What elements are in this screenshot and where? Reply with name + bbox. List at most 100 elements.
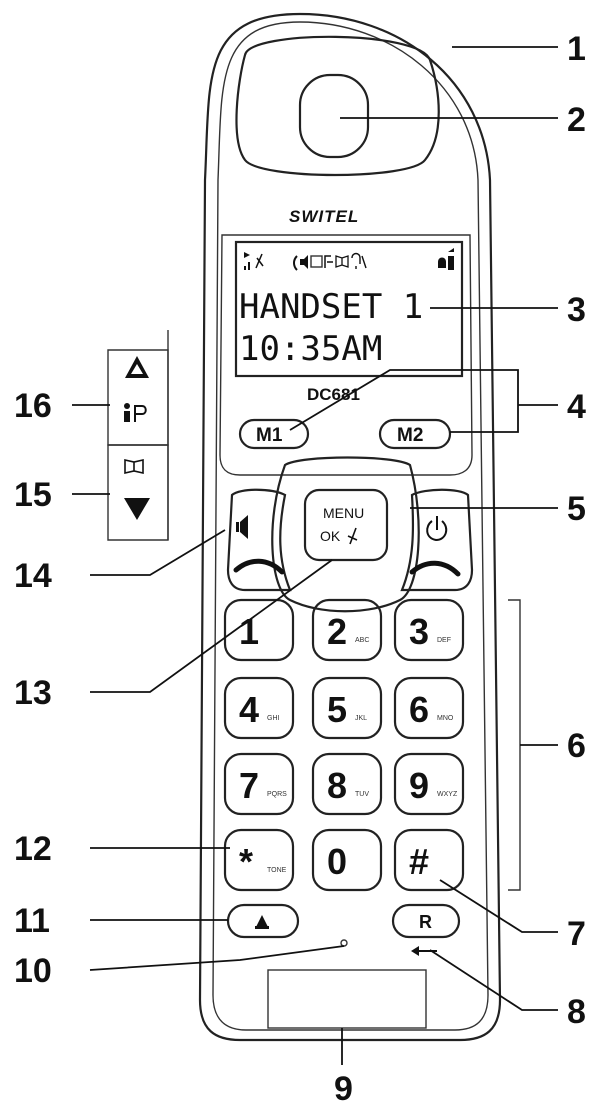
speaker-icon <box>293 255 308 271</box>
talk-speaker-key[interactable] <box>226 488 292 592</box>
menu-ok-button[interactable]: MENU OK <box>303 488 389 562</box>
lcd-line-2: 10:35AM <box>239 329 382 369</box>
callout-15: 15 <box>14 476 52 514</box>
callout-12: 12 <box>14 830 52 868</box>
key-letters: WXYZ <box>437 791 458 798</box>
callout-6: 6 <box>567 727 586 765</box>
phonebook-side-icon <box>124 459 144 474</box>
key-digit: 7 <box>239 765 259 806</box>
callout-13: 13 <box>14 674 52 712</box>
charging-contacts <box>267 969 427 1029</box>
key-hash[interactable]: # <box>393 828 465 892</box>
signal-icon <box>244 252 250 270</box>
key-digit: # <box>409 841 429 882</box>
callout-8: 8 <box>567 993 586 1031</box>
key-letters: DEF <box>437 637 451 644</box>
model-label: DC681 <box>307 385 360 404</box>
recall-label: R <box>419 912 432 932</box>
handset-talk-icon <box>233 558 285 575</box>
key-digit: 5 <box>327 689 347 730</box>
menu-label: MENU <box>323 505 364 521</box>
key-1[interactable]: 1 <box>223 598 295 662</box>
callout-10: 10 <box>14 952 52 990</box>
intercom-icon <box>255 915 269 929</box>
softkey-m1[interactable]: M1 <box>238 418 310 450</box>
mute-icon-small <box>347 527 358 545</box>
up-triangle-icon <box>125 356 149 378</box>
power-icon <box>426 516 448 542</box>
key-digit: 3 <box>409 611 429 652</box>
callout-11: 11 <box>14 902 50 940</box>
key-digit: 1 <box>239 611 259 652</box>
volume-down-key[interactable] <box>107 444 169 541</box>
handset-inner-outline <box>212 21 489 1031</box>
microphone-icon <box>340 939 348 947</box>
key-letters: TUV <box>355 791 369 798</box>
key-icon <box>324 255 333 268</box>
key-digit: 2 <box>327 611 347 652</box>
lcd-status-row <box>244 248 454 271</box>
key-digit: 4 <box>239 689 259 730</box>
volume-up-key[interactable] <box>107 349 169 446</box>
callout-2: 2 <box>567 101 586 139</box>
key-digit: 8 <box>327 765 347 806</box>
softkey-m2[interactable]: M2 <box>378 418 452 450</box>
key-letters: MNO <box>437 715 454 722</box>
paging-icon <box>124 403 147 422</box>
nav-ring <box>271 456 420 613</box>
mute-icon <box>255 253 264 269</box>
keypad-bracket <box>508 599 521 891</box>
key-letters: PQRS <box>267 791 287 798</box>
earpiece-housing <box>235 35 440 177</box>
callout-5: 5 <box>567 490 586 528</box>
callout-7: 7 <box>567 915 586 953</box>
end-power-key[interactable] <box>400 488 474 592</box>
callout-4: 4 <box>567 388 586 426</box>
key-0[interactable]: 0 <box>311 828 383 892</box>
brand-label: SWITEL <box>289 207 359 226</box>
handset-body <box>198 12 502 1042</box>
key-digit: 0 <box>327 841 347 882</box>
speakerphone-icon <box>236 515 248 539</box>
display-housing <box>219 234 473 476</box>
battery-icon <box>438 248 454 270</box>
lcd-screen <box>234 240 464 378</box>
ok-label: OK <box>320 528 341 544</box>
key-letters: ABC <box>355 637 369 644</box>
key-digit: * <box>239 841 253 882</box>
callout-14: 14 <box>14 557 52 595</box>
callout-3: 3 <box>567 291 586 329</box>
key-letters: TONE <box>267 867 287 874</box>
leader-lines <box>72 46 558 1065</box>
alarm-icon <box>351 252 367 269</box>
down-triangle-icon <box>124 498 150 520</box>
intercom-key[interactable] <box>226 903 300 939</box>
key-letters: GHI <box>267 715 280 722</box>
envelope-icon <box>310 255 323 268</box>
lcd-line-1: HANDSET 1 <box>239 287 423 327</box>
earpiece-icon <box>298 73 370 159</box>
softkey-m2-label: M2 <box>397 425 423 446</box>
callout-16: 16 <box>14 387 52 425</box>
recall-key[interactable]: R <box>391 903 461 939</box>
key-digit: 6 <box>409 689 429 730</box>
callout-9: 9 <box>334 1070 353 1108</box>
key-digit: 9 <box>409 765 429 806</box>
callout-1: 1 <box>567 30 586 68</box>
softkey-m1-label: M1 <box>256 425 283 446</box>
key-star[interactable]: * TONE <box>223 828 295 892</box>
phonebook-icon <box>335 255 349 268</box>
key-letters: JKL <box>355 715 367 722</box>
